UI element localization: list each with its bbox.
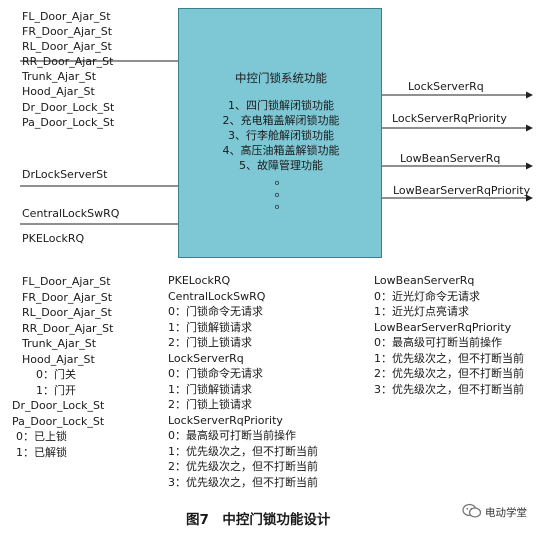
definition-line: LowBearServerRqPriority [374,320,512,334]
definition-line: Trunk_Ajar_St [22,337,97,350]
definition-line: RL_Door_Ajar_St [22,306,112,319]
definition-line: LockServerRqPriority [168,413,283,427]
definition-line: CentralLockSwRQ [168,289,266,303]
definition-line: RR_Door_Ajar_St [22,321,114,335]
figure-caption: 图7 中控门锁功能设计 [186,512,331,528]
input-signal: FR_Door_Ajar_St [22,25,113,39]
box-title: 中控门锁系统功能 [235,71,327,85]
central-lock-function-box: 中控门锁系统功能 1、四门锁解闭锁功能 2、充电箱盖解闭锁功能 3、行李舱解闭锁… [178,8,382,258]
definition-line: 0：最高级可打断当前操作 [374,336,502,349]
input-signal-pke-lock: PKELockRQ [22,232,85,245]
definitions-column-1: FL_Door_Ajar_St FR_Door_Ajar_St RL_Door_… [12,274,113,460]
definition-line: 2：优先级次之，但不打断当前 [168,460,318,473]
input-signal: Dr_Door_Lock_St [22,100,115,114]
definition-line: 2：优先级次之，但不打断当前 [374,367,524,380]
definition-line: 1：优先级次之，但不打断当前 [168,444,318,458]
ellipsis-dot: 。 [274,173,288,188]
definition-line: FL_Door_Ajar_St [22,275,111,288]
definition-line: 1：已解锁 [16,445,67,459]
definition-line: 1：门锁解锁请求 [168,382,252,396]
definition-line: 3：优先级次之，但不打断当前 [168,475,318,489]
wechat-icon [462,503,482,522]
input-signal-central-lock: CentralLockSwRQ [22,207,120,220]
function-list: 1、四门锁解闭锁功能 2、充电箱盖解闭锁功能 3、行李舱解闭锁功能 4、高压油箱… [179,98,383,173]
definition-line: 1：近光灯点亮请求 [374,305,469,318]
definition-line: 0：门关 [36,368,76,381]
input-signal-dr-lock-server: DrLockServerSt [22,168,108,181]
definition-line: 0：最高级可打断当前操作 [168,429,296,442]
definition-line: Dr_Door_Lock_St [12,399,105,412]
input-signal: Hood_Ajar_St [22,85,95,99]
definition-line: PKELockRQ [168,274,231,287]
output-signal-lowbean-server: LowBeanServerRq [400,152,501,165]
input-signal: Pa_Door_Lock_St [22,115,115,129]
definition-line: 2：门锁上锁请求 [168,398,252,411]
watermark-text: 电动学堂 [485,507,527,519]
definition-line: Pa_Door_Lock_St [12,414,105,428]
input-signal: FL_Door_Ajar_St [22,10,111,23]
definition-line: FR_Door_Ajar_St [22,290,113,304]
definition-line: Hood_Ajar_St [22,352,95,366]
definition-line: 1：优先级次之，但不打断当前 [374,351,524,365]
watermark: 电动学堂 [462,503,527,522]
definition-line: LowBeanServerRq [374,274,475,287]
input-signal: RL_Door_Ajar_St [22,40,112,54]
input-signal: Trunk_Ajar_St [22,70,97,84]
function-item: 3、行李舱解闭锁功能 [228,129,334,142]
definition-line: 3：优先级次之，但不打断当前 [374,382,524,396]
definition-line: 0：门锁命令无请求 [168,305,263,318]
output-signal-lock-server: LockServerRq [408,80,484,93]
function-item: 4、高压油箱盖解锁功能 [222,144,340,157]
function-item: 2、充电箱盖解闭锁功能 [222,114,340,127]
definition-line: 1：门锁解锁请求 [168,320,252,334]
input-signal-list: FL_Door_Ajar_St FR_Door_Ajar_St RL_Door_… [22,10,114,131]
ellipsis-dot: 。 [274,185,288,200]
definition-line: 0：门锁命令无请求 [168,367,263,380]
definition-line: 0：已上锁 [16,430,67,443]
ellipsis-dots: 。 。 。 [179,173,383,212]
definition-line: 0：近光灯命令无请求 [374,289,480,303]
function-item: 5、故障管理功能 [239,159,323,172]
definition-line: LockServerRq [168,351,244,365]
output-signal-lock-priority: LockServerRqPriority [392,112,507,125]
definition-line: 1：门开 [36,383,76,397]
function-item: 1、四门锁解闭锁功能 [228,99,334,112]
definitions-column-2: PKELockRQ CentralLockSwRQ 0：门锁命令无请求 1：门锁… [168,273,318,490]
definition-line: 2：门锁上锁请求 [168,336,252,349]
ellipsis-dot: 。 [274,197,288,212]
input-signal: RR_Door_Ajar_St [22,55,114,69]
definitions-column-3: LowBeanServerRq 0：近光灯命令无请求 1：近光灯点亮请求 Low… [374,273,524,397]
output-signal-lowbear-priority: LowBearServerRqPriority [393,184,531,197]
